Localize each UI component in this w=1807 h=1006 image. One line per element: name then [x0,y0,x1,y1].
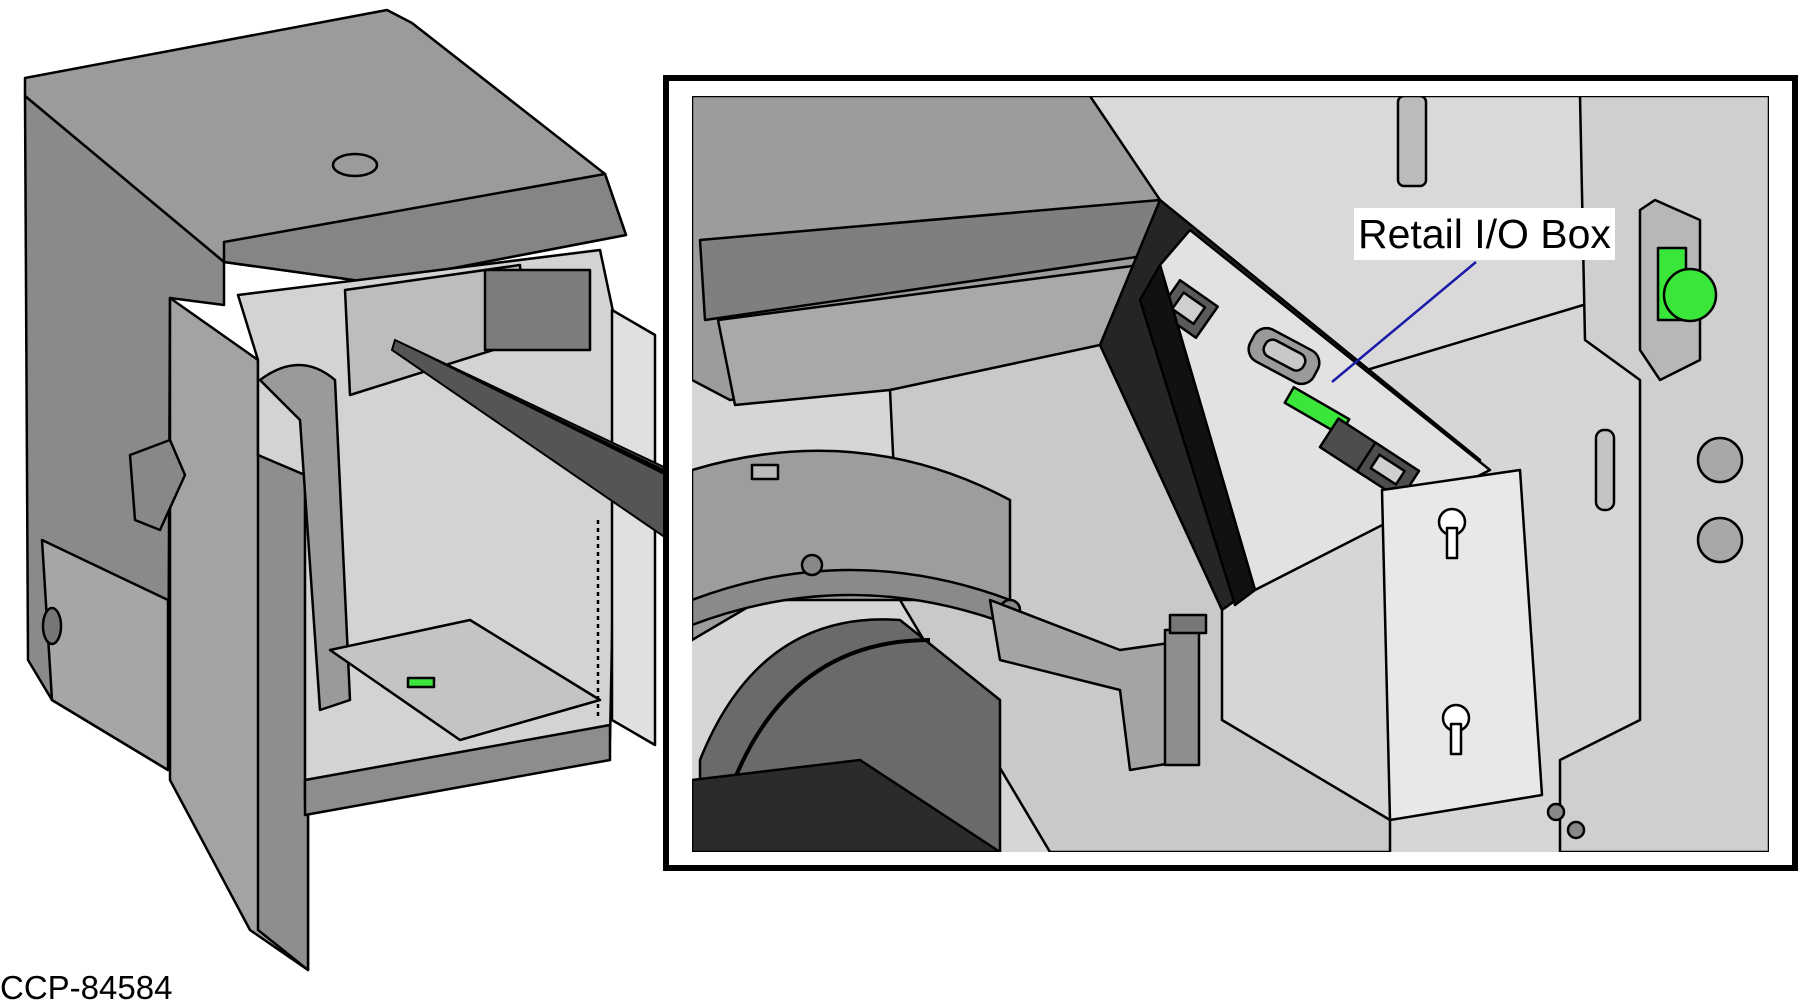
kiosk-left-side-lower [40,538,170,772]
kiosk-green-indicator [406,676,436,689]
kiosk-lid-hole [331,152,379,178]
db9-connector-icon [1247,326,1321,386]
inset-arm-bracket [988,598,1192,772]
inset-right-column [1558,96,1769,852]
figure-id: CCP-84584 [0,969,173,1006]
inset-slot-right [1594,428,1616,512]
inset-screw-4 [1566,820,1586,840]
inset-arm-tab-right [1168,613,1208,635]
retail-io-box-bracket [1380,468,1544,822]
kiosk-right-panel [610,308,657,747]
detail-inset [663,75,1798,871]
inset-round-socket-1 [1696,436,1744,484]
kiosk-lid-front-edge [222,172,628,285]
kiosk-door-edge [256,453,310,972]
rj45-port-icon [1318,417,1421,501]
kiosk-printer-module [483,268,592,352]
inset-bottom-shelf [692,758,1002,852]
kiosk-side-port [41,606,63,646]
rj45-port-icon [1157,278,1219,340]
retail-io-box-label: Retail I/O Box [1354,208,1615,260]
kiosk-unit [23,8,657,972]
keyhole-slot-icon [1441,703,1471,756]
inset-round-socket-2 [1696,516,1744,564]
inset-screw-1 [800,553,824,577]
kiosk-drawer-tray [328,618,602,742]
kiosk-door-handle [128,438,187,532]
kiosk-bill-chute [258,363,352,712]
kiosk-base [303,723,612,817]
inset-arm-tab [1163,628,1201,767]
inset-slot [1396,96,1428,188]
keyhole-slot-icon [1437,507,1467,560]
inset-screw-3 [1546,802,1566,822]
inset-drum-tab [750,463,780,481]
inset-label-strip [1138,263,1257,607]
inset-green-knob [1662,267,1718,323]
callout-leader-line [1331,261,1477,383]
